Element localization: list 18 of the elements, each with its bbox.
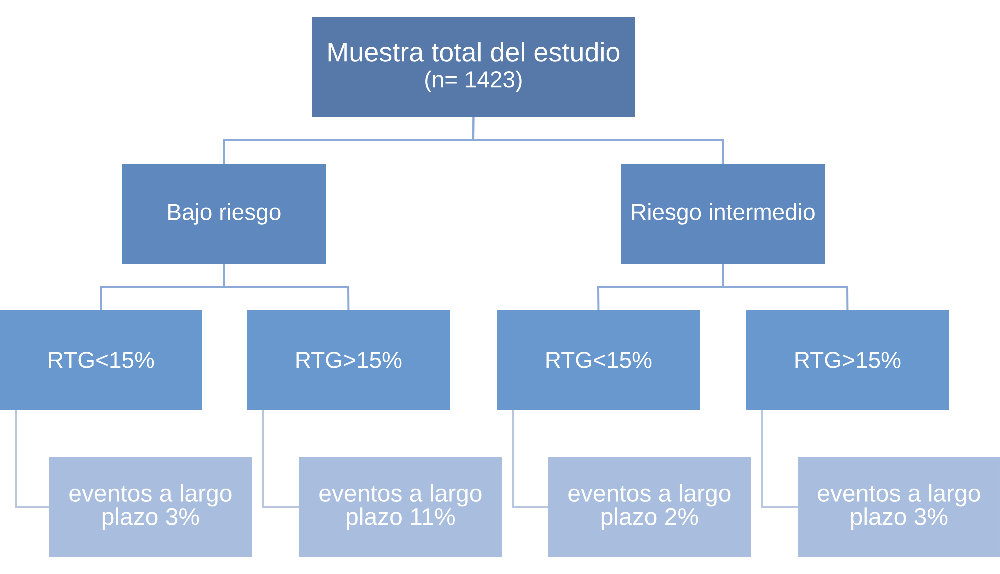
- process-box: RTG<15%: [0, 310, 202, 410]
- process-box: Riesgo intermedio: [621, 164, 826, 264]
- process-box: eventos a largo plazo 3%: [49, 457, 252, 558]
- connector-line: [761, 410, 798, 508]
- process-box: RTG<15%: [497, 310, 700, 410]
- connector-line: [262, 410, 299, 508]
- connector-line: [512, 410, 548, 508]
- connector-line: [472, 117, 724, 164]
- process-box: eventos a largo plazo 11%: [299, 457, 502, 558]
- process-box: Muestra total del estudio (n= 1423): [312, 17, 636, 118]
- connector-line: [722, 264, 849, 310]
- process-box: Bajo riesgo: [122, 164, 326, 264]
- connector-line: [15, 410, 49, 508]
- connector-line: [223, 264, 350, 310]
- process-box: eventos a largo plazo 3%: [798, 457, 1000, 558]
- process-box: RTG>15%: [247, 310, 450, 410]
- process-box: RTG>15%: [746, 310, 950, 410]
- process-box: eventos a largo plazo 2%: [548, 457, 752, 558]
